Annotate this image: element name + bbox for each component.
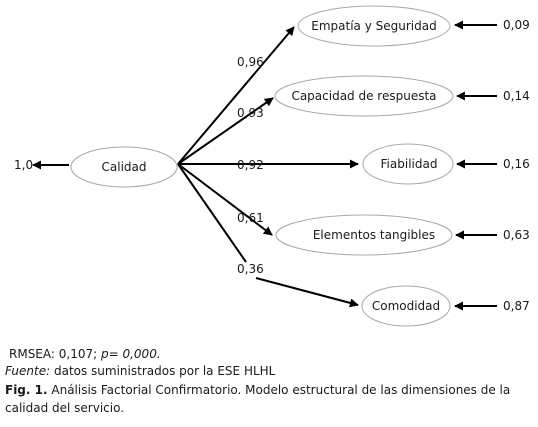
dimension-label-capacidad: Capacidad de respuesta bbox=[291, 89, 436, 103]
figure-number: Fig. 1. bbox=[5, 383, 48, 397]
source-text: datos suministrados por la ESE HLHL bbox=[53, 364, 276, 378]
source-note: Fuente: datos suministrados por la ESE H… bbox=[5, 362, 535, 380]
error-value-calidad: 1,0 bbox=[14, 158, 33, 172]
fit-statistics: RMSEA: 0,107; p= 0,000. bbox=[9, 345, 538, 363]
figure-caption: Fig. 1. Análisis Factorial Confirmatorio… bbox=[5, 381, 535, 417]
path-arrow-empatia bbox=[177, 26, 295, 165]
path-arrow-capacidad bbox=[177, 97, 274, 165]
structural-model-diagram: Calidad 1,0 0,96 Empatía y Seguridad 0,0… bbox=[14, 5, 530, 327]
figure-caption-text: Análisis Factorial Confirmatorio. Modelo… bbox=[5, 383, 511, 415]
source-label: Fuente: bbox=[5, 364, 51, 378]
loading-capacidad: 0,93 bbox=[237, 106, 264, 120]
dimension-node-empatia bbox=[297, 5, 451, 47]
dimension-node-comodidad bbox=[361, 285, 451, 327]
loading-empatia: 0,96 bbox=[237, 55, 264, 69]
dimension-node-capacidad bbox=[274, 75, 454, 117]
error-value-capacidad: 0,14 bbox=[503, 89, 530, 103]
dimension-label-empatia: Empatía y Seguridad bbox=[311, 19, 436, 33]
dimension-label-fiabilidad: Fiabilidad bbox=[381, 157, 438, 171]
path-arrow-elementos bbox=[177, 163, 273, 236]
loading-comodidad: 0,36 bbox=[237, 262, 264, 276]
error-value-empatia: 0,09 bbox=[503, 18, 530, 32]
latent-node-calidad-label: Calidad bbox=[102, 160, 147, 174]
dimension-node-fiabilidad bbox=[362, 143, 454, 185]
error-value-fiabilidad: 0,16 bbox=[503, 157, 530, 171]
path-arrow-comodidad-upper bbox=[177, 163, 247, 263]
latent-node-calidad bbox=[70, 146, 178, 188]
dimension-label-comodidad: Comodidad bbox=[372, 299, 440, 313]
path-arrow-comodidad-lower bbox=[255, 277, 359, 308]
rmsea-value: RMSEA: 0,107; bbox=[9, 347, 98, 361]
p-value: p= 0,000. bbox=[100, 347, 161, 361]
error-value-elementos: 0,63 bbox=[503, 228, 530, 242]
dimension-label-elementos: Elementos tangibles bbox=[313, 228, 435, 242]
loading-fiabilidad: 0,92 bbox=[237, 158, 264, 172]
dimension-node-elementos bbox=[275, 214, 453, 256]
loading-elementos: 0,61 bbox=[237, 211, 264, 225]
error-value-comodidad: 0,87 bbox=[503, 299, 530, 313]
